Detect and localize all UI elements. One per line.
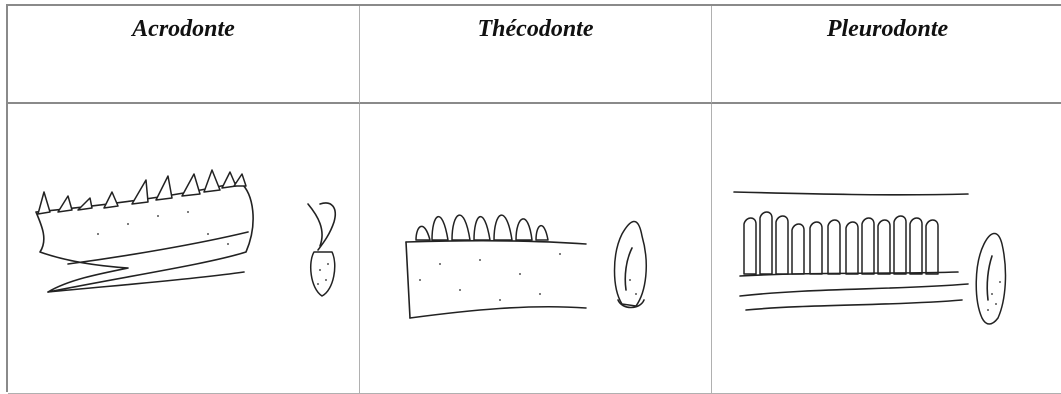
header-acrodonte: Acrodonte (8, 16, 359, 43)
illustration-cell-pleurodonte (712, 104, 1061, 394)
thecodont-jaw-drawing (360, 104, 710, 392)
pleurodont-jaw-drawing (712, 104, 1061, 392)
acrodont-jaw-drawing (8, 104, 358, 392)
header-cell-thecodonte: Thécodonte (360, 6, 712, 104)
header-cell-acrodonte: Acrodonte (8, 6, 360, 104)
header-thecodonte: Thécodonte (360, 16, 711, 43)
header-pleurodonte: Pleurodonte (712, 16, 1061, 43)
illustration-cell-acrodonte (8, 104, 360, 394)
header-cell-pleurodonte: Pleurodonte (712, 6, 1061, 104)
dentition-table: Acrodonte Thécodonte Pleurodonte (6, 4, 1061, 392)
illustration-cell-thecodonte (360, 104, 712, 394)
